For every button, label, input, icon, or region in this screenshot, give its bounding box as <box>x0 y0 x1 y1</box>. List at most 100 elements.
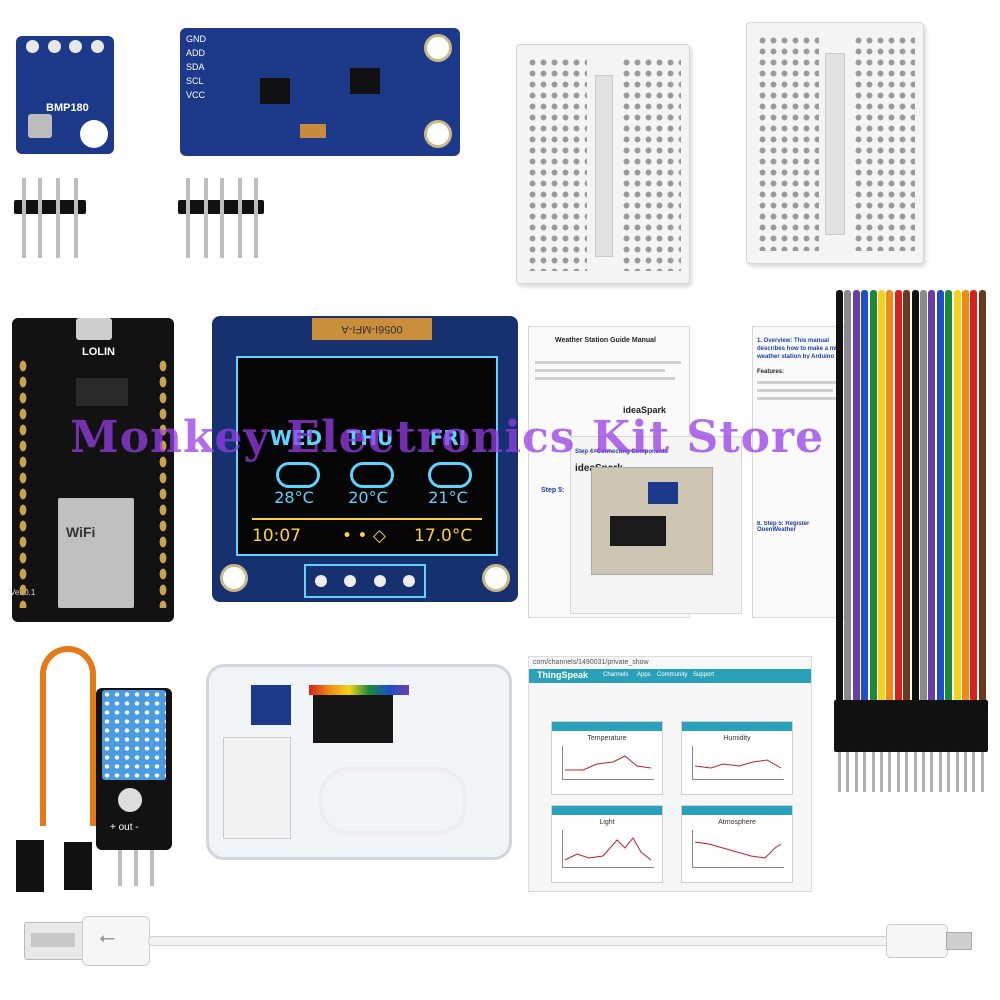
clock-time: 10:07 <box>252 526 301 546</box>
mini-breadboard <box>746 22 924 264</box>
jumper-pin <box>871 752 875 792</box>
jumper-wire <box>852 290 860 720</box>
jumper-plug <box>876 700 887 752</box>
usb-a-plug <box>24 922 86 960</box>
usb-icon: ⭠ <box>99 927 115 949</box>
kit-photo <box>591 467 713 575</box>
jumper-plug <box>960 700 971 752</box>
header-holes <box>22 40 108 56</box>
jumper-plug <box>934 700 946 752</box>
chip <box>76 378 128 406</box>
jumper-wire <box>911 290 919 720</box>
jumper-wire <box>978 290 986 720</box>
jumper-wire <box>878 290 885 720</box>
micro-usb-tip <box>946 932 972 950</box>
current-temp: 17.0°C <box>414 526 473 546</box>
jumper-plug <box>968 700 980 752</box>
jumper-pin <box>854 752 858 792</box>
jumper-plug <box>884 700 896 752</box>
features-label: Features: <box>757 369 785 375</box>
dht11-sensor <box>102 690 166 780</box>
jumper-wire <box>836 290 843 720</box>
box-ribbon <box>309 685 409 695</box>
usb-connector-body: ⭠ <box>82 916 150 966</box>
jumper-plug <box>834 700 845 752</box>
box-cable <box>319 767 467 835</box>
nav-item[interactable]: Support <box>693 672 715 678</box>
url-bar: com/channels/1490031/private_show <box>533 659 649 666</box>
nodemcu-board: LOLIN WiFi Ver 0.1 <box>10 318 174 622</box>
chart-card: Field 3 Chart Light <box>551 805 663 883</box>
jumper-pin <box>930 752 934 792</box>
chip <box>350 68 380 94</box>
jumper-wire <box>920 290 927 720</box>
manual-title: Weather Station Guide Manual <box>555 337 656 344</box>
ts-navbar: ThingSpeak Channels Apps Community Suppo… <box>529 669 811 683</box>
nav-item[interactable]: Apps <box>637 672 651 678</box>
ts-brand: ThingSpeak <box>537 670 589 680</box>
manual-page: 1. Overview: This manual describes how t… <box>752 326 846 618</box>
oled-screen: WED THU FRI 28°C 20°C 21°C 10:07 • • ◇ 1… <box>236 356 498 556</box>
usb-port <box>76 318 112 340</box>
mount-hole <box>424 120 452 148</box>
jumper-pin <box>922 752 925 792</box>
jumper-plug <box>850 700 862 752</box>
jumper-plug <box>867 700 879 752</box>
box-breadboard <box>223 737 291 839</box>
jumper-pin <box>838 752 841 792</box>
wifi-label: WiFi <box>66 524 96 540</box>
forecast-day: THU <box>346 426 394 450</box>
manual-heading: 1. Overview: This manual describes how t… <box>757 338 842 359</box>
jumper-wire <box>928 290 936 720</box>
jumper-wire <box>962 290 969 720</box>
mini-breadboard <box>516 44 690 284</box>
jumper-plug <box>892 700 904 752</box>
jumper-wire <box>953 290 961 720</box>
jumper-pin <box>964 752 967 792</box>
pin-header-4 <box>14 200 86 214</box>
forecast-temp: 28°C <box>274 488 314 507</box>
jumper-pin <box>913 752 917 792</box>
jumper-pin <box>947 752 951 792</box>
chart-title: Humidity <box>723 735 751 742</box>
pin-label: + out - <box>110 822 139 833</box>
fpc-label: 0056I-MFI-A <box>312 318 432 340</box>
chart-card: Field 4 Chart Atmosphere <box>681 805 793 883</box>
chart-card: Field 1 Chart Temperature <box>551 721 663 795</box>
divider <box>252 518 482 520</box>
jumper-wire <box>936 290 944 720</box>
jumper-pin <box>955 752 959 792</box>
jumper-pin <box>880 752 883 792</box>
jumper-wire <box>894 290 902 720</box>
chart-title: Temperature <box>587 735 627 742</box>
mount-hole <box>482 564 510 592</box>
jumper-plug <box>859 700 871 752</box>
cloud-icon <box>350 462 394 488</box>
esp-module: WiFi <box>58 498 134 608</box>
jumper-plug <box>951 700 963 752</box>
jumper-pin <box>846 752 850 792</box>
box-oled <box>251 685 291 725</box>
forecast-temp: 20°C <box>348 488 388 507</box>
oled-display: 0056I-MFI-A WED THU FRI 28°C 20°C 21°C 1… <box>212 316 518 602</box>
cloud-icon <box>428 462 472 488</box>
thingspeak-screenshot: com/channels/1490031/private_show ThingS… <box>528 656 812 892</box>
nav-item[interactable]: Channels <box>603 672 629 678</box>
mount-hole <box>80 120 108 148</box>
manual-page: Step 4: Connecting Components ideaSpark <box>570 436 742 614</box>
box-nodemcu <box>313 693 393 743</box>
page-dots: • • ◇ <box>342 526 386 546</box>
store-watermark: Monkey Electronics Kit Store <box>70 412 825 463</box>
jumper-plug <box>976 700 988 752</box>
bmp180-board: BMP180 <box>16 36 114 154</box>
forecast-day: FRI <box>429 426 467 450</box>
cable-plug <box>16 840 44 892</box>
chip <box>260 78 290 104</box>
jumper-pin <box>888 752 892 792</box>
mount-hole <box>118 788 142 812</box>
jumper-wire <box>886 290 894 720</box>
jumper-wire <box>945 290 953 720</box>
nav-item[interactable]: Community <box>657 672 688 678</box>
jumper-wire <box>970 290 978 720</box>
pin-labels: GND ADD SDA SCL VCC <box>186 34 206 100</box>
